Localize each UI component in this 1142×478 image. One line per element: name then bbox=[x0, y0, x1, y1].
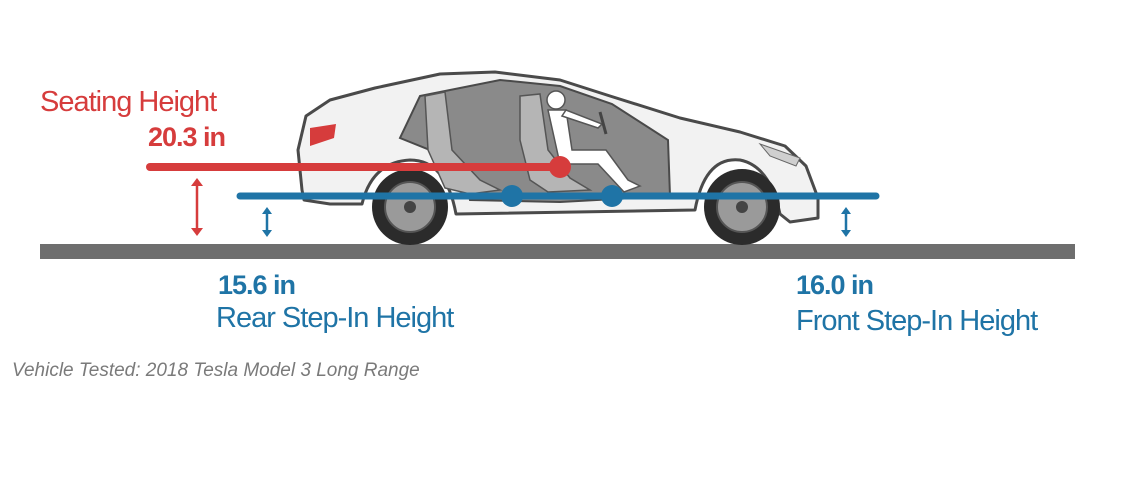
rear-step-value: 15.6 in bbox=[218, 270, 296, 300]
seating-height-value: 20.3 in bbox=[148, 122, 226, 152]
front-step-title: Front Step-In Height bbox=[796, 305, 1038, 337]
rear-step-title: Rear Step-In Height bbox=[216, 302, 454, 334]
seating-height-marker bbox=[549, 156, 571, 178]
head-light bbox=[758, 142, 801, 167]
driver-figure bbox=[546, 90, 642, 193]
steering-wheel bbox=[598, 111, 608, 135]
front-step-marker bbox=[601, 185, 623, 207]
ground-bar bbox=[40, 244, 1075, 259]
front-step-value: 16.0 in bbox=[796, 270, 874, 300]
rear-step-marker bbox=[501, 185, 523, 207]
seating-height-arrow bbox=[191, 178, 203, 236]
front-wheel bbox=[704, 169, 780, 245]
vehicle-caption: Vehicle Tested: 2018 Tesla Model 3 Long … bbox=[12, 360, 420, 381]
tail-light bbox=[310, 124, 336, 146]
rear-step-arrow bbox=[262, 207, 272, 237]
seating-height-title: Seating Height bbox=[40, 86, 217, 118]
front-step-arrow bbox=[841, 207, 851, 237]
rear-wheel bbox=[372, 169, 448, 245]
